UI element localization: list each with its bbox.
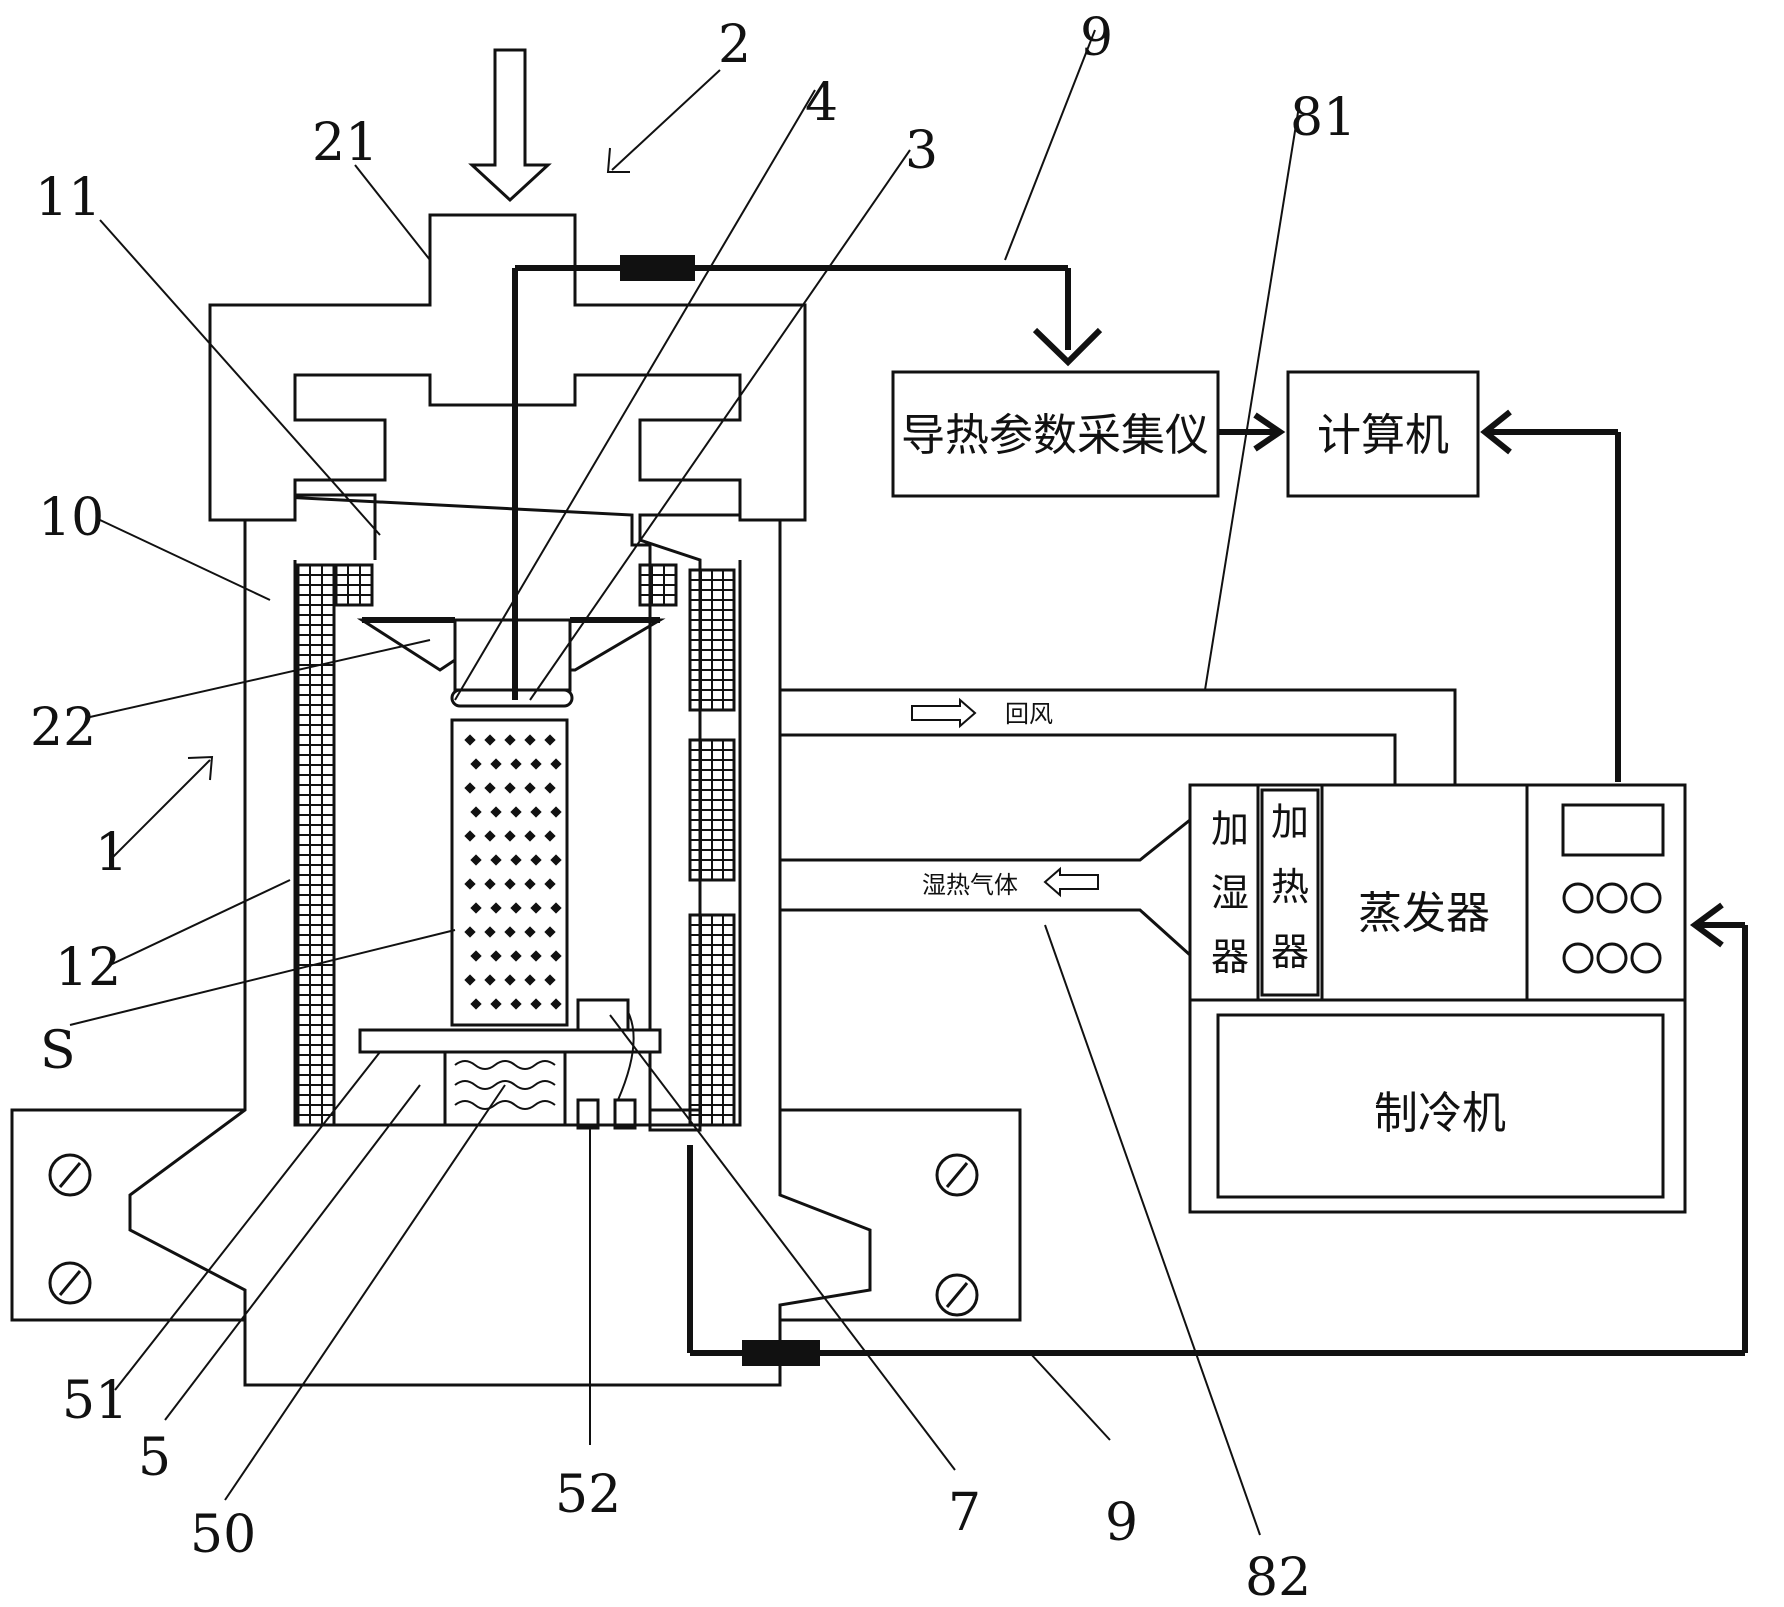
- humid-gas-label: 湿热气体: [922, 871, 1018, 899]
- label-9-top: 9: [1080, 8, 1113, 68]
- label-52: 52: [555, 1465, 621, 1525]
- label-12: 12: [55, 938, 121, 998]
- lid-assembly: [210, 215, 805, 520]
- label-S: S: [40, 1021, 76, 1081]
- label-4: 4: [805, 73, 838, 133]
- refrigerator-label: 制冷机: [1374, 1088, 1506, 1139]
- support-plate-51: [360, 1030, 660, 1052]
- evaporator-label: 蒸发器: [1358, 888, 1490, 939]
- label-2: 2: [718, 15, 751, 75]
- climate-unit: [1190, 785, 1685, 1212]
- svg-text:器: 器: [1211, 935, 1249, 979]
- label-1: 1: [95, 823, 128, 883]
- controller-to-computer-line: [1485, 412, 1618, 782]
- collector-box: 导热参数采集仪: [893, 372, 1218, 496]
- svg-text:热: 热: [1271, 865, 1309, 909]
- svg-text:器: 器: [1271, 930, 1309, 974]
- computer-label: 计算机: [1317, 410, 1449, 461]
- computer-box: 计算机: [1288, 372, 1478, 496]
- label-21: 21: [312, 113, 378, 173]
- label-7: 7: [948, 1483, 981, 1543]
- label-10: 10: [38, 488, 104, 548]
- humidifier-label: 加 湿 器: [1211, 807, 1249, 979]
- return-air-duct-81: 回风: [780, 690, 1455, 785]
- label-50: 50: [190, 1505, 256, 1565]
- collector-label: 导热参数采集仪: [901, 410, 1209, 461]
- label-22: 22: [30, 698, 96, 758]
- label-82: 82: [1245, 1548, 1311, 1607]
- sample-s: [452, 720, 567, 1025]
- label-3: 3: [905, 121, 938, 181]
- press-arrow: [472, 50, 548, 200]
- humid-gas-duct-82: 湿热气体: [780, 820, 1190, 955]
- svg-text:加: 加: [1271, 800, 1309, 844]
- label-11: 11: [35, 168, 101, 228]
- label-51: 51: [62, 1371, 128, 1431]
- label-81: 81: [1290, 88, 1356, 148]
- label-9-bottom: 9: [1105, 1493, 1138, 1553]
- svg-text:加: 加: [1211, 807, 1249, 851]
- label-5: 5: [138, 1428, 171, 1488]
- heater-label: 加 热 器: [1271, 800, 1309, 974]
- svg-text:湿: 湿: [1211, 871, 1249, 915]
- return-air-label: 回风: [1005, 700, 1053, 728]
